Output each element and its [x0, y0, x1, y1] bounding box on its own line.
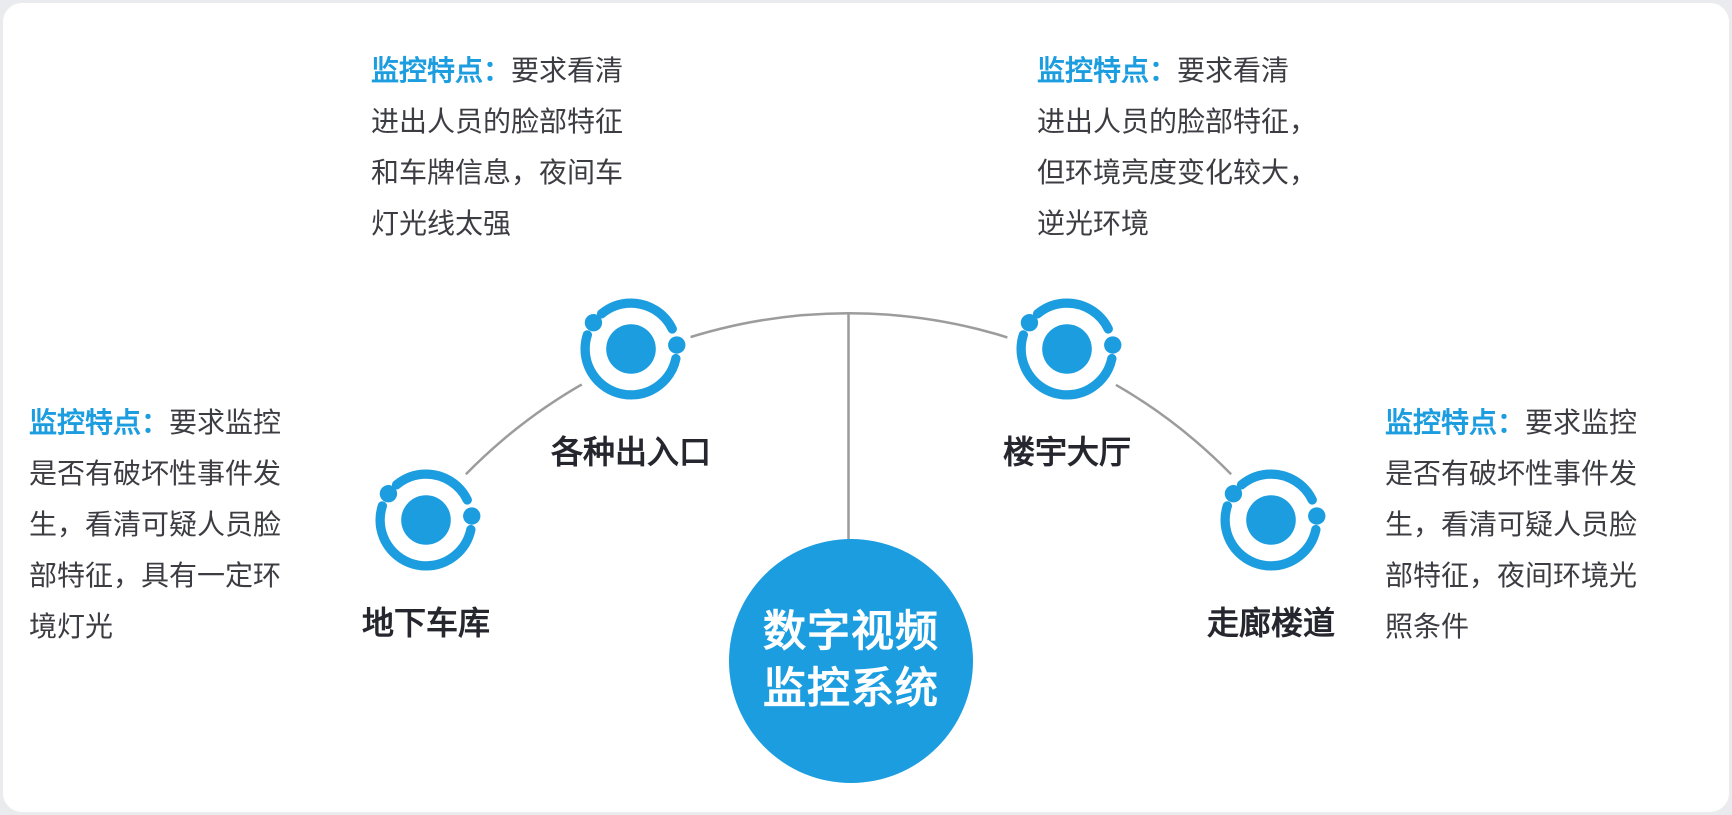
note-text: 要求监控 是否有破坏性事件发 生，看清可疑人员脸 部特征，夜间环境光 照条件	[1385, 407, 1638, 642]
orbit-icon	[1210, 459, 1332, 581]
icon-dot	[1224, 485, 1243, 503]
node-label: 地下车库	[361, 605, 491, 641]
note-underground-garage: 监控特点：要求监控 是否有破坏性事件发 生，看清可疑人员脸 部特征，具有一定环 …	[29, 397, 341, 652]
icon-dot	[584, 314, 603, 332]
note-entrances: 监控特点：要求看清 进出人员的脸部特征 和车牌信息，夜间车 灯光线太强	[371, 45, 683, 249]
note-text: 要求监控 是否有破坏性事件发 生，看清可疑人员脸 部特征，具有一定环 境灯光	[29, 407, 282, 642]
icon-dot	[668, 336, 686, 354]
icon-dot	[1020, 314, 1039, 332]
node-underground-garage: 地下车库	[362, 458, 490, 641]
note-lobby: 监控特点：要求看清 进出人员的脸部特征， 但环境亮度变化较大， 逆光环境	[1037, 45, 1349, 249]
connector-lines	[425, 312, 1272, 548]
icon-ring	[1220, 469, 1322, 571]
center-title-line2: 监控系统	[763, 665, 939, 713]
center-system-circle: 数字视频 监控系统	[729, 539, 973, 783]
note-text: 要求看清 进出人员的脸部特征 和车牌信息，夜间车 灯光线太强	[371, 55, 624, 239]
orbit-icon	[365, 459, 487, 581]
node-corridor: 走廊楼道	[1207, 458, 1335, 641]
note-prefix: 监控特点：	[1037, 55, 1178, 86]
center-title-line1: 数字视频	[763, 608, 939, 656]
icon-ring	[580, 298, 682, 400]
orbit-icon	[570, 288, 692, 410]
icon-ring	[1016, 298, 1118, 400]
note-corridor: 监控特点：要求监控 是否有破坏性事件发 生，看清可疑人员脸 部特征，夜间环境光 …	[1385, 397, 1697, 652]
icon-dot	[1104, 336, 1122, 354]
icon-dot	[379, 485, 398, 503]
icon-dot	[1308, 507, 1326, 525]
node-entrances: 各种出入口	[551, 287, 711, 470]
node-label: 各种出入口	[550, 434, 712, 470]
icon-core	[606, 324, 656, 374]
node-lobby: 楼宇大厅	[1003, 287, 1131, 470]
note-text: 要求看清 进出人员的脸部特征， 但环境亮度变化较大， 逆光环境	[1037, 55, 1318, 239]
note-prefix: 监控特点：	[371, 55, 512, 86]
node-label: 楼宇大厅	[1002, 434, 1132, 470]
note-prefix: 监控特点：	[29, 407, 170, 438]
node-label: 走廊楼道	[1206, 605, 1336, 641]
icon-core	[1246, 495, 1296, 545]
icon-core	[1042, 324, 1092, 374]
icon-core	[401, 495, 451, 545]
note-prefix: 监控特点：	[1385, 407, 1526, 438]
orbit-icon	[1006, 288, 1128, 410]
icon-dot	[463, 507, 481, 525]
icon-ring	[375, 469, 477, 571]
